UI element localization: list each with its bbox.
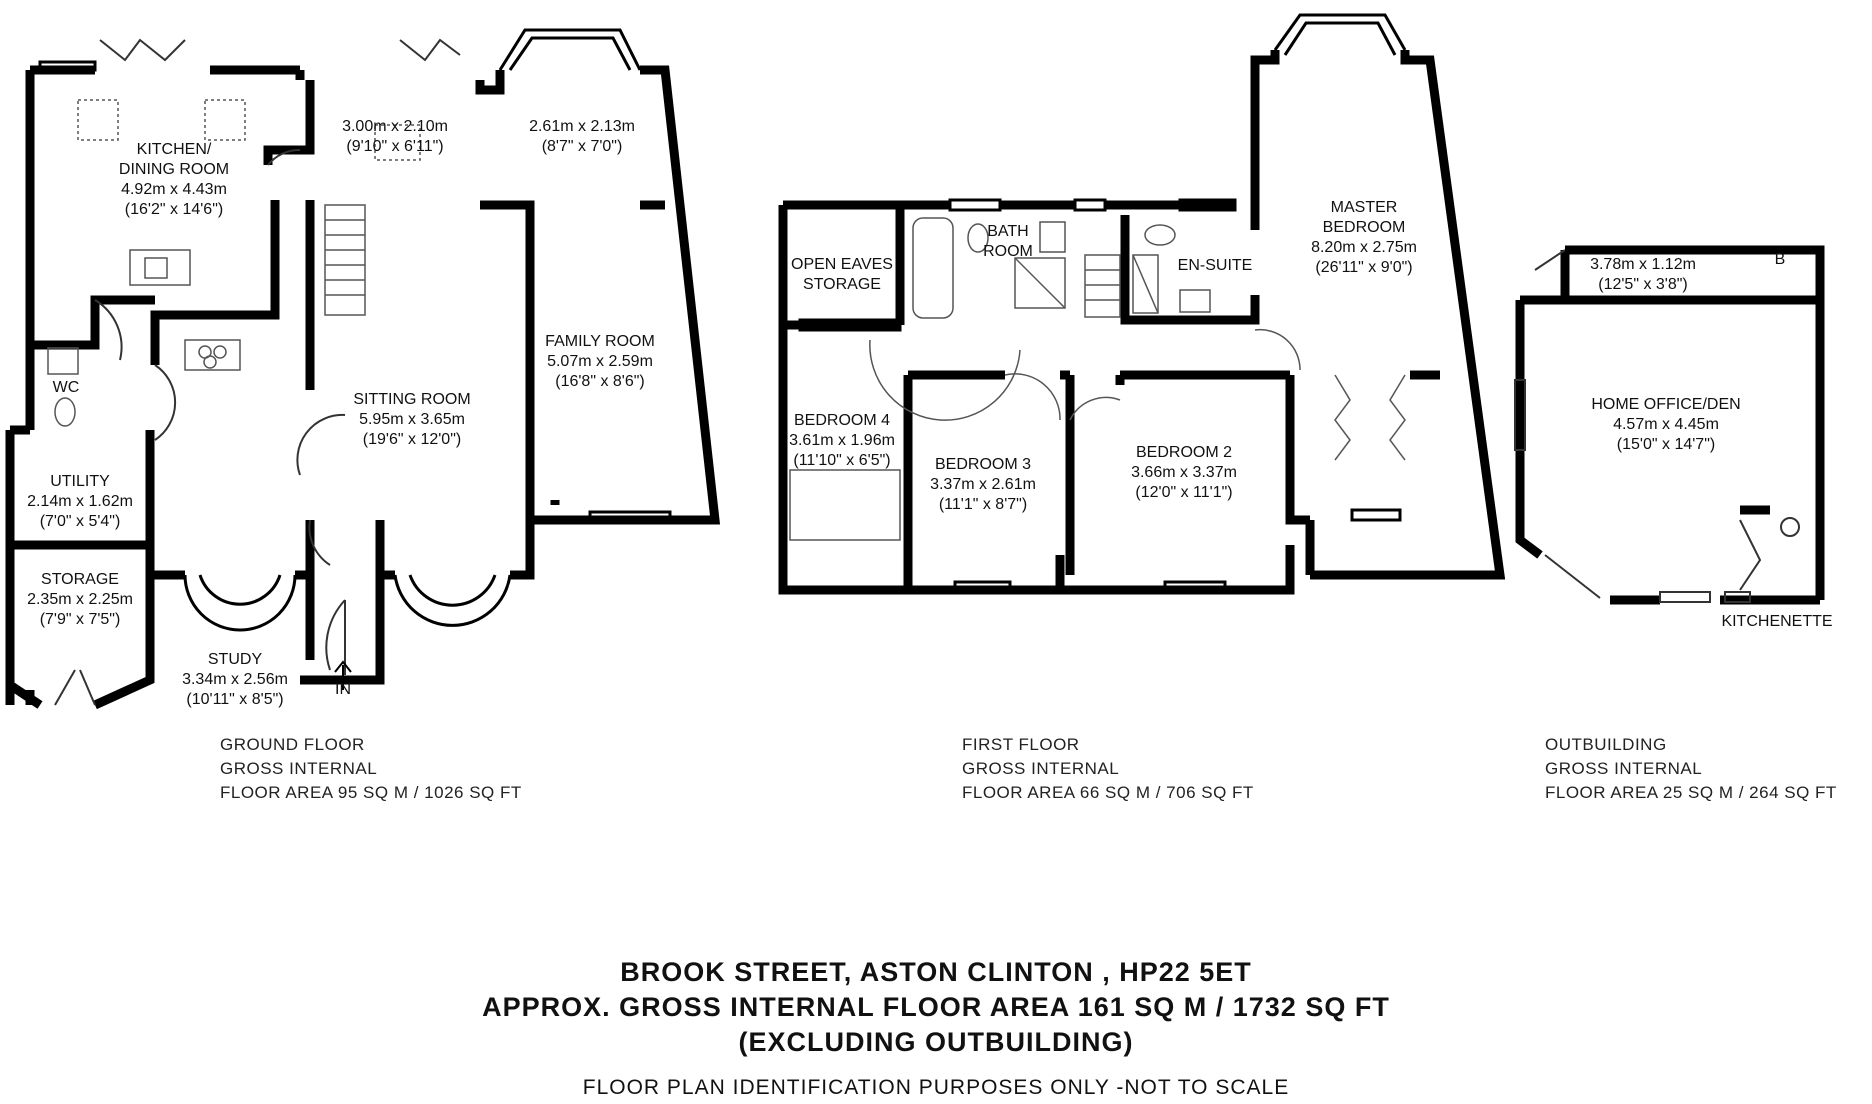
sitting-room-metric: 5.95m x 3.65m	[359, 411, 465, 428]
total-area: APPROX. GROSS INTERNAL FLOOR AREA 161 SQ…	[482, 992, 1390, 1022]
room-label-utility: UTILITY 2.14m x 1.62m (7'0" x 5'4")	[27, 472, 133, 532]
bay-room-metric: 2.61m x 2.13m	[529, 118, 635, 135]
first-floor-fixtures	[789, 217, 1406, 541]
outbuilding-store-metric: 3.78m x 1.12m	[1590, 256, 1696, 273]
room-label-office: HOME OFFICE/DEN 4.57m x 4.45m (15'0" x 1…	[1591, 395, 1740, 455]
master-imperial: (26'11" x 9'0")	[1315, 259, 1413, 276]
room-label-bay-room: 2.61m x 2.13m (8'7" x 7'0")	[529, 117, 635, 157]
family-room-imperial: (16'8" x 8'6")	[555, 373, 645, 390]
bedroom2-imperial: (12'0" x 11'1")	[1135, 484, 1233, 501]
utility-imperial: (7'0" x 5'4")	[39, 513, 121, 530]
ensuite-name: EN-SUITE	[1177, 257, 1253, 274]
room-label-bathroom: BATH ROOM	[983, 222, 1033, 262]
first-floor-title: FIRST FLOOR	[962, 735, 1080, 754]
room-label-kitchenette: KITCHENETTE	[1721, 612, 1832, 632]
utility-metric: 2.14m x 1.62m	[27, 493, 133, 510]
bedroom3-metric: 3.37m x 2.61m	[930, 476, 1036, 493]
boiler-code: B	[1775, 250, 1786, 270]
family-room-name: FAMILY ROOM	[545, 333, 655, 350]
utility-name: UTILITY	[50, 473, 110, 490]
outbuilding-store-imperial: (12'5" x 3'8")	[1598, 276, 1688, 293]
ground-floor-title: GROUND FLOOR	[220, 735, 365, 754]
sitting-room-imperial: (19'6" x 12'0")	[362, 431, 462, 448]
bedroom4-name: BEDROOM 4	[793, 412, 891, 429]
kitchenette-name: KITCHENETTE	[1721, 613, 1833, 630]
outbuilding-area: OUTBUILDING GROSS INTERNAL FLOOR AREA 25…	[1545, 733, 1837, 805]
ground-floor-walls	[5, 65, 721, 710]
bedroom2-metric: 3.66m x 3.37m	[1131, 464, 1237, 481]
ground-fixtures	[47, 99, 421, 427]
ground-floor-subtitle: GROSS INTERNAL	[220, 759, 378, 778]
kitchen-imperial: (16'2" x 14'6")	[124, 201, 224, 218]
master-name-line2: BEDROOM	[1322, 219, 1406, 236]
eaves-name-line2: STORAGE	[803, 276, 881, 293]
eaves-name-line1: OPEN EAVES	[791, 256, 893, 273]
room-label-storage: STORAGE 2.35m x 2.25m (7'9" x 7'5")	[27, 570, 133, 630]
outbuilding-subtitle: GROSS INTERNAL	[1545, 759, 1703, 778]
sitting-room-name: SITTING ROOM	[353, 391, 471, 408]
bedroom2-name: BEDROOM 2	[1135, 444, 1233, 461]
room-label-bedroom3: BEDROOM 3 3.37m x 2.61m (11'1" x 8'7")	[930, 455, 1036, 515]
outbuilding-value: FLOOR AREA 25 SQ M / 264 SQ FT	[1545, 783, 1837, 802]
room-label-sitting-room: SITTING ROOM 5.95m x 3.65m (19'6" x 12'0…	[353, 390, 470, 450]
room-label-eaves: OPEN EAVES STORAGE	[791, 255, 893, 295]
room-label-outbuilding-store: 3.78m x 1.12m (12'5" x 3'8")	[1590, 255, 1696, 295]
room-label-bedroom2: BEDROOM 2 3.66m x 3.37m (12'0" x 11'1")	[1131, 443, 1237, 503]
entrance-arrow	[334, 660, 352, 690]
room-label-hall-room: 3.00m x 2.10m (9'10" x 6'11")	[342, 117, 448, 157]
hall-room-metric: 3.00m x 2.10m	[342, 118, 448, 135]
office-name: HOME OFFICE/DEN	[1591, 396, 1741, 413]
wc-name: WC	[52, 379, 80, 396]
study-name: STUDY	[207, 651, 263, 668]
outbuilding-details	[1514, 249, 1800, 603]
office-metric: 4.57m x 4.45m	[1613, 416, 1719, 433]
office-imperial: (15'0" x 14'7")	[1616, 436, 1716, 453]
room-label-family-room: FAMILY ROOM 5.07m x 2.59m (16'8" x 8'6")	[545, 332, 655, 392]
bathroom-name-line1: BATH	[987, 223, 1029, 240]
ground-floor-area: GROUND FLOOR GROSS INTERNAL FLOOR AREA 9…	[220, 733, 522, 805]
outbuilding-title: OUTBUILDING	[1545, 735, 1667, 754]
footer-summary: BROOK STREET, ASTON CLINTON , HP22 5ET A…	[0, 955, 1872, 1060]
exclusion-note: (EXCLUDING OUTBUILDING)	[738, 1027, 1134, 1057]
kitchen-metric: 4.92m x 4.43m	[121, 181, 227, 198]
bedroom3-imperial: (11'1" x 8'7")	[938, 496, 1028, 513]
room-label-wc: WC	[53, 378, 80, 398]
bedroom4-imperial: (11'10" x 6'5")	[793, 452, 891, 469]
kitchen-name-line2: DINING ROOM	[118, 161, 230, 178]
entrance-label: IN	[335, 680, 351, 700]
room-label-ensuite: EN-SUITE	[1178, 256, 1253, 276]
ground-doors	[54, 38, 461, 706]
master-metric: 8.20m x 2.75m	[1311, 239, 1417, 256]
family-room-metric: 5.07m x 2.59m	[547, 353, 653, 370]
address: BROOK STREET, ASTON CLINTON , HP22 5ET	[620, 957, 1252, 987]
room-label-bedroom4: BEDROOM 4 3.61m x 1.96m (11'10" x 6'5")	[789, 411, 895, 471]
bathroom-name-line2: ROOM	[983, 243, 1033, 260]
first-floor-subtitle: GROSS INTERNAL	[962, 759, 1120, 778]
bay-room-imperial: (8'7" x 7'0")	[541, 138, 623, 155]
kitchen-name-line1: KITCHEN/	[136, 141, 212, 158]
storage-metric: 2.35m x 2.25m	[27, 591, 133, 608]
study-imperial: (10'11" x 8'5")	[186, 691, 284, 708]
outbuilding-walls	[1515, 245, 1825, 605]
first-floor-area: FIRST FLOOR GROSS INTERNAL FLOOR AREA 66…	[962, 733, 1254, 805]
first-floor-value: FLOOR AREA 66 SQ M / 706 SQ FT	[962, 783, 1254, 802]
disclaimer: FLOOR PLAN IDENTIFICATION PURPOSES ONLY …	[582, 1076, 1290, 1099]
bedroom3-name: BEDROOM 3	[934, 456, 1032, 473]
room-label-study: STUDY 3.34m x 2.56m (10'11" x 8'5")	[182, 650, 288, 710]
ground-bay-windows	[38, 28, 672, 632]
hall-room-imperial: (9'10" x 6'11")	[346, 138, 444, 155]
bedroom4-metric: 3.61m x 1.96m	[789, 432, 895, 449]
room-label-master: MASTER BEDROOM 8.20m x 2.75m (26'11" x 9…	[1311, 198, 1417, 278]
room-label-kitchen: KITCHEN/ DINING ROOM 4.92m x 4.43m (16'2…	[119, 140, 229, 220]
entrance-name: IN	[335, 681, 351, 698]
storage-name: STORAGE	[41, 571, 119, 588]
boiler-code-text: B	[1774, 251, 1786, 268]
master-name-line1: MASTER	[1330, 199, 1398, 216]
study-metric: 3.34m x 2.56m	[182, 671, 288, 688]
storage-imperial: (7'9" x 7'5")	[39, 611, 121, 628]
ground-floor-value: FLOOR AREA 95 SQ M / 1026 SQ FT	[220, 783, 522, 802]
first-floor-windows	[798, 13, 1407, 594]
